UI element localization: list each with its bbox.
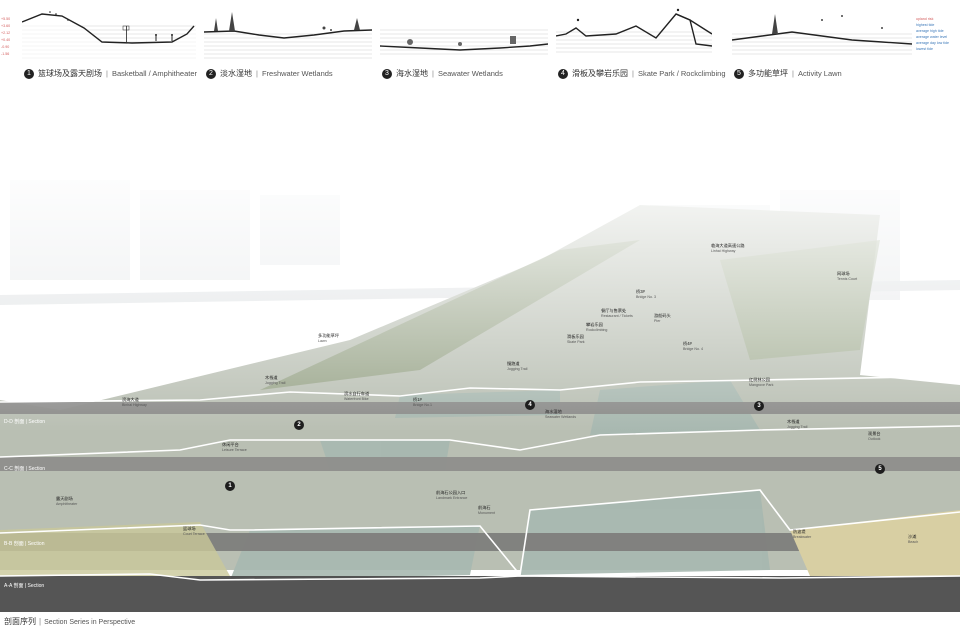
level-legend-right: upland risk highest tide average high ti…	[916, 17, 949, 51]
perspective-section-drawing	[0, 150, 960, 620]
section-thumbnail-lawn	[732, 4, 912, 64]
section-number-badge: 2	[206, 68, 216, 79]
section-title-en: Freshwater Wetlands	[261, 69, 333, 78]
section-tag-d: D-D 剖面 | Section	[4, 419, 46, 425]
section-caption-2: 2 淡水湿地 | Freshwater Wetlands	[206, 68, 333, 79]
label-bridge-4: 桥4#Bridge No. 4	[683, 341, 703, 351]
level-values-left: +5.50+3.60+2.12 +0.40-0.90-1.56	[1, 17, 11, 56]
section-caption-3: 3 海水湿地 | Seawater Wetlands	[382, 68, 503, 79]
section-number-badge: 3	[382, 68, 392, 79]
section-number-badge: 5	[734, 68, 744, 79]
label-bridge-1: 桥1#Bridge No.1	[413, 397, 432, 407]
section-thumbnail-freshwater	[204, 4, 372, 64]
marker-5: 5	[875, 464, 885, 474]
section-title-en: Skate Park / Rockclimbing	[637, 69, 726, 78]
section-title-cn: 多功能草坪	[748, 69, 788, 78]
section-caption-4: 4 滑板及攀岩乐园 | Skate Park / Rockclimbing	[558, 68, 726, 79]
section-tag-c: C-C 剖面 | Section	[4, 466, 46, 472]
section-caption-1: 1 篮球场及露天剧场 | Basketball / Amphitheater	[24, 68, 197, 79]
section-thumbnail-basketball	[22, 4, 196, 64]
label-bridge-3: 桥3#Bridge No. 3	[636, 289, 656, 299]
marker-1: 1	[225, 481, 235, 491]
section-number-badge: 1	[24, 68, 34, 79]
marker-2: 2	[294, 420, 304, 430]
figure-caption: 剖面序列|Section Series in Perspective	[4, 617, 136, 626]
marker-4: 4	[525, 400, 535, 410]
section-thumbnail-skatepark	[556, 4, 712, 64]
marker-3: 3	[754, 401, 764, 411]
section-title-cn: 海水湿地	[396, 69, 428, 78]
section-title-en: Seawater Wetlands	[437, 69, 503, 78]
section-number-badge: 4	[558, 68, 568, 79]
section-title-en: Basketball / Amphitheater	[111, 69, 198, 78]
section-tag-b: B-B 剖面 | Section	[4, 541, 45, 547]
section-caption-5: 5 多功能草坪 | Activity Lawn	[734, 68, 842, 79]
section-title-cn: 淡水湿地	[220, 69, 252, 78]
section-tag-a: A-A 剖面 | Section	[4, 583, 45, 589]
section-title-cn: 滑板及攀岩乐园	[572, 69, 628, 78]
section-thumbnail-seawater	[380, 4, 548, 64]
section-title-en: Activity Lawn	[797, 69, 842, 78]
section-title-cn: 篮球场及露天剧场	[38, 69, 102, 78]
